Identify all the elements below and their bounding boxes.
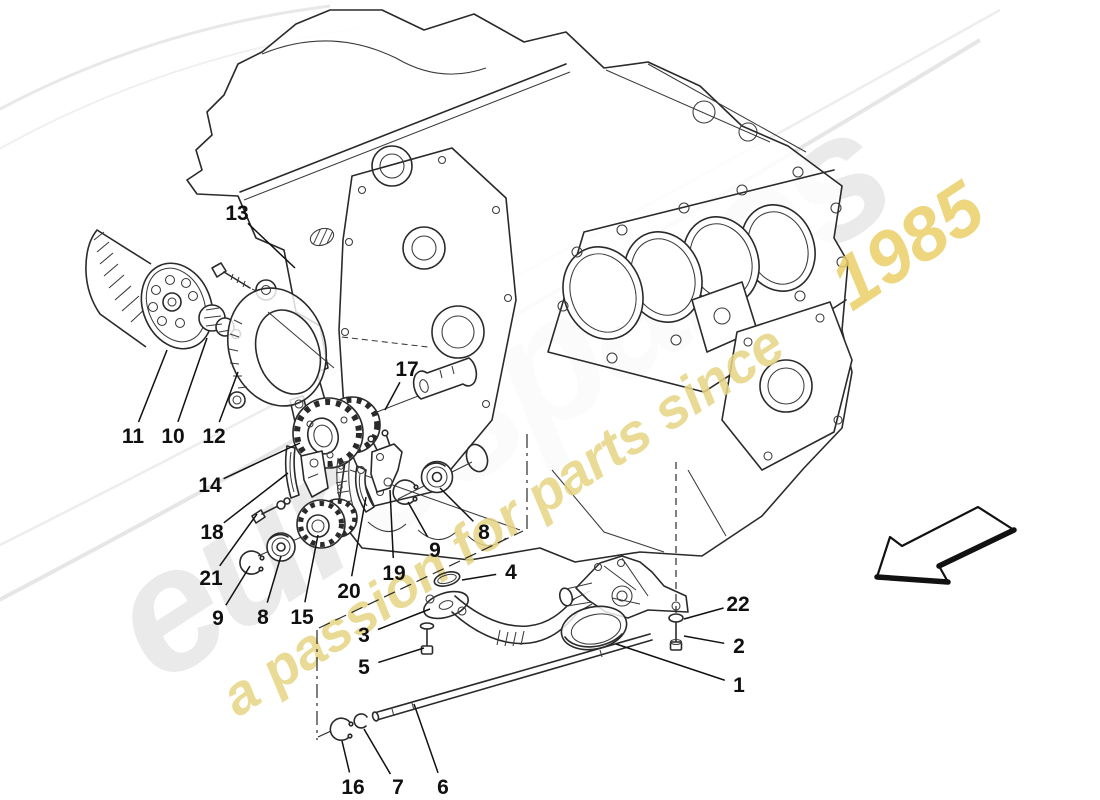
leader-line-16 bbox=[341, 740, 351, 773]
leader-line-21 bbox=[219, 513, 258, 567]
leader-line-22 bbox=[683, 607, 724, 620]
part-callout-2: 2 bbox=[733, 635, 745, 658]
leader-line-15 bbox=[304, 534, 319, 603]
part-callout-7: 7 bbox=[392, 776, 404, 799]
part-callout-13: 13 bbox=[225, 202, 248, 225]
bolt-2 bbox=[669, 621, 683, 651]
part-callout-12: 12 bbox=[202, 425, 225, 448]
leader-line-7 bbox=[363, 728, 392, 775]
part-callout-3: 3 bbox=[358, 624, 370, 647]
leader-line-20 bbox=[350, 496, 367, 577]
bolt-5 bbox=[419, 622, 435, 655]
part-callout-4: 4 bbox=[505, 561, 517, 584]
part-callout-19: 19 bbox=[382, 562, 405, 585]
leader-line-10 bbox=[177, 337, 208, 423]
bushing-17 bbox=[412, 357, 478, 400]
construction-lines bbox=[316, 434, 677, 740]
part-callout-5: 5 bbox=[358, 656, 370, 679]
leader-line-4 bbox=[461, 573, 497, 581]
leader-line-9 bbox=[407, 501, 429, 538]
part-callout-10: 10 bbox=[161, 425, 184, 448]
leader-line-8 bbox=[439, 487, 474, 522]
bolt-washer-21 bbox=[251, 497, 291, 524]
oil-pump bbox=[558, 555, 689, 651]
leader-lines bbox=[137, 222, 726, 775]
part-callout-16: 16 bbox=[341, 776, 364, 799]
part-callout-9: 9 bbox=[429, 539, 441, 562]
leader-line-9 bbox=[225, 565, 251, 606]
parts-layer bbox=[85, 229, 689, 742]
direction-arrow bbox=[874, 505, 1017, 585]
leader-line-18 bbox=[223, 472, 289, 524]
oil-filter bbox=[85, 229, 214, 350]
circlip-16 bbox=[329, 717, 354, 742]
leader-line-8 bbox=[266, 555, 282, 603]
circlip-7 bbox=[353, 713, 368, 729]
part-callout-8: 8 bbox=[478, 521, 490, 544]
filter-face-holes bbox=[147, 274, 199, 329]
leader-line-2 bbox=[683, 635, 725, 645]
part-callout-18: 18 bbox=[200, 521, 224, 544]
chain-guide bbox=[284, 445, 329, 499]
leader-line-11 bbox=[137, 349, 168, 423]
part-callout-6: 6 bbox=[437, 776, 449, 799]
leader-line-1 bbox=[615, 643, 726, 681]
part-callout-20: 20 bbox=[337, 580, 360, 603]
part-callout-15: 15 bbox=[290, 606, 314, 629]
part-callout-17: 17 bbox=[395, 358, 418, 381]
filter-housing-ring bbox=[226, 279, 335, 436]
camshaft-sprocket-upper bbox=[292, 396, 381, 469]
leader-line-12 bbox=[218, 371, 239, 423]
leader-line-5 bbox=[378, 647, 425, 664]
leader-line-19 bbox=[389, 489, 395, 559]
part-callout-21: 21 bbox=[199, 567, 223, 590]
tensioner-bracket bbox=[367, 429, 403, 493]
leader-line-13 bbox=[247, 222, 296, 269]
washer-22 bbox=[668, 613, 684, 623]
leader-line-14 bbox=[223, 442, 301, 480]
part-callout-8: 8 bbox=[257, 606, 269, 629]
o-ring-4 bbox=[433, 571, 461, 587]
seal-ring-9-left bbox=[239, 550, 265, 575]
leader-line-3 bbox=[377, 608, 431, 631]
bearing-8-right bbox=[420, 460, 454, 494]
part-callout-1: 1 bbox=[733, 674, 745, 697]
leader-line-6 bbox=[413, 703, 439, 774]
drive-shaft-6 bbox=[371, 633, 653, 722]
seal-ring-9-right bbox=[392, 479, 419, 505]
part-callout-11: 11 bbox=[122, 425, 145, 448]
part-callout-14: 14 bbox=[198, 474, 222, 497]
part-callout-9: 9 bbox=[212, 607, 224, 630]
leader-line-17 bbox=[384, 381, 401, 411]
oil-pump-sprocket bbox=[296, 498, 358, 549]
part-callout-22: 22 bbox=[726, 593, 749, 616]
